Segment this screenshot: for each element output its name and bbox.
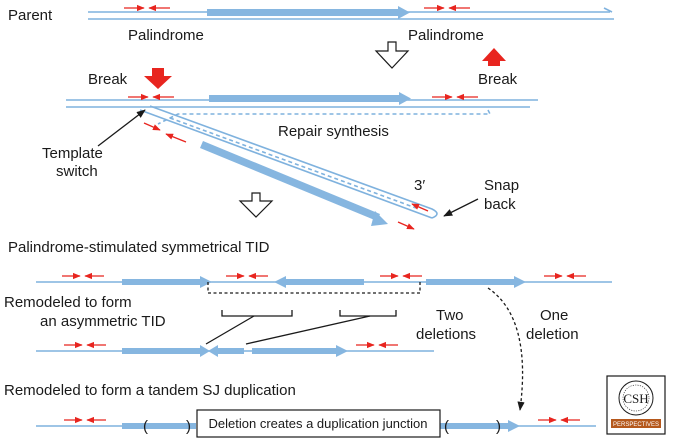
parent-central-segment: [207, 6, 410, 19]
snap-back-label-1: Snap: [484, 177, 519, 194]
logo-text-bottom: PERSPECTIVES: [613, 422, 659, 428]
three-prime-label: 3′: [414, 177, 425, 194]
two-deletions-label-1: Two: [436, 307, 464, 324]
break-right-label: Break: [478, 71, 518, 88]
break-left-label: Break: [88, 71, 128, 88]
asymmetric-tid-row: Remodeled to form an asymmetric TID Two …: [4, 294, 579, 357]
repair-synthesis-label: Repair synthesis: [278, 123, 389, 140]
tandem-segment-right: [440, 420, 520, 432]
down-arrow-icon: [374, 41, 410, 69]
asymmetric-label-1: Remodeled to form: [4, 294, 132, 311]
deletion-line-1: [205, 315, 255, 345]
template-switch-label-1: Template: [42, 145, 103, 162]
tandem-sj-row: Remodeled to form a tandem SJ duplicatio…: [4, 382, 596, 438]
break-row: Break Repair synthesis: [42, 68, 538, 230]
snap-back-pointer: [443, 198, 479, 217]
two-deletions-label-2: deletions: [416, 326, 476, 343]
parent-label: Parent: [8, 7, 53, 24]
diagonal-central-segment: [200, 141, 388, 226]
logo-text-top: CSH: [623, 391, 648, 406]
logo-banner: [611, 419, 661, 428]
one-deletion-label-1: One: [540, 307, 568, 324]
junction-box: [196, 409, 441, 438]
break-down-arrow-icon: [144, 68, 172, 89]
diagonal-palindrome-arrows: [143, 122, 429, 230]
diagonal-repair-dashed: [169, 117, 417, 209]
deletion-line-2: [245, 315, 371, 345]
symmetric-tid-row: Palindrome-stimulated symmetrical TID: [8, 239, 612, 411]
tandem-sj-label: Remodeled to form a tandem SJ duplicatio…: [4, 382, 296, 399]
parent-strand-end: [603, 7, 613, 13]
symmetric-segment-1: [122, 276, 212, 288]
break-right: Break: [478, 48, 518, 88]
junction-box-text: Deletion creates a duplication junction: [209, 416, 428, 431]
asymmetric-label-2: an asymmetric TID: [40, 313, 166, 330]
symmetric-segment-2: [274, 276, 364, 288]
logo-seal: [618, 380, 654, 416]
template-switch-pointer: [97, 109, 146, 147]
duplication-curve-arrow: [487, 287, 525, 411]
snap-back-label-2: back: [484, 196, 516, 213]
one-deletion-label-2: deletion: [526, 326, 579, 343]
template-switch-label-2: switch: [56, 163, 98, 180]
break-up-arrow-icon: [482, 48, 506, 66]
snapback-loop: [149, 105, 438, 219]
paren-close-1: ): [186, 418, 191, 435]
diagonal-strand-outer: [139, 109, 433, 219]
parent-row: Parent Palindrome Palindrome: [8, 4, 614, 44]
asymmetric-segment-2: [208, 345, 244, 357]
break-central-segment: [209, 92, 411, 105]
tandem-segment-left: [122, 423, 196, 429]
csh-perspectives-logo: CSH PERSPECTIVES: [606, 375, 666, 435]
palindrome-right-label: Palindrome: [408, 27, 484, 44]
paren-open-2: (: [444, 418, 449, 435]
asymmetric-segment-3: [252, 345, 348, 357]
deletion-bracket: [207, 282, 421, 294]
repair-synthesis-path: [157, 109, 492, 125]
asymmetric-segment-1: [122, 345, 210, 357]
palindrome-left-label: Palindrome: [128, 27, 204, 44]
deletion-bracket-1: [221, 310, 293, 317]
symmetric-tid-label: Palindrome-stimulated symmetrical TID: [8, 239, 270, 256]
symmetric-segment-3: [426, 276, 526, 288]
paren-close-2: ): [496, 418, 501, 435]
paren-open-1: (: [143, 418, 148, 435]
deletion-bracket-2: [339, 310, 397, 317]
down-arrow-2-icon: [238, 192, 274, 218]
